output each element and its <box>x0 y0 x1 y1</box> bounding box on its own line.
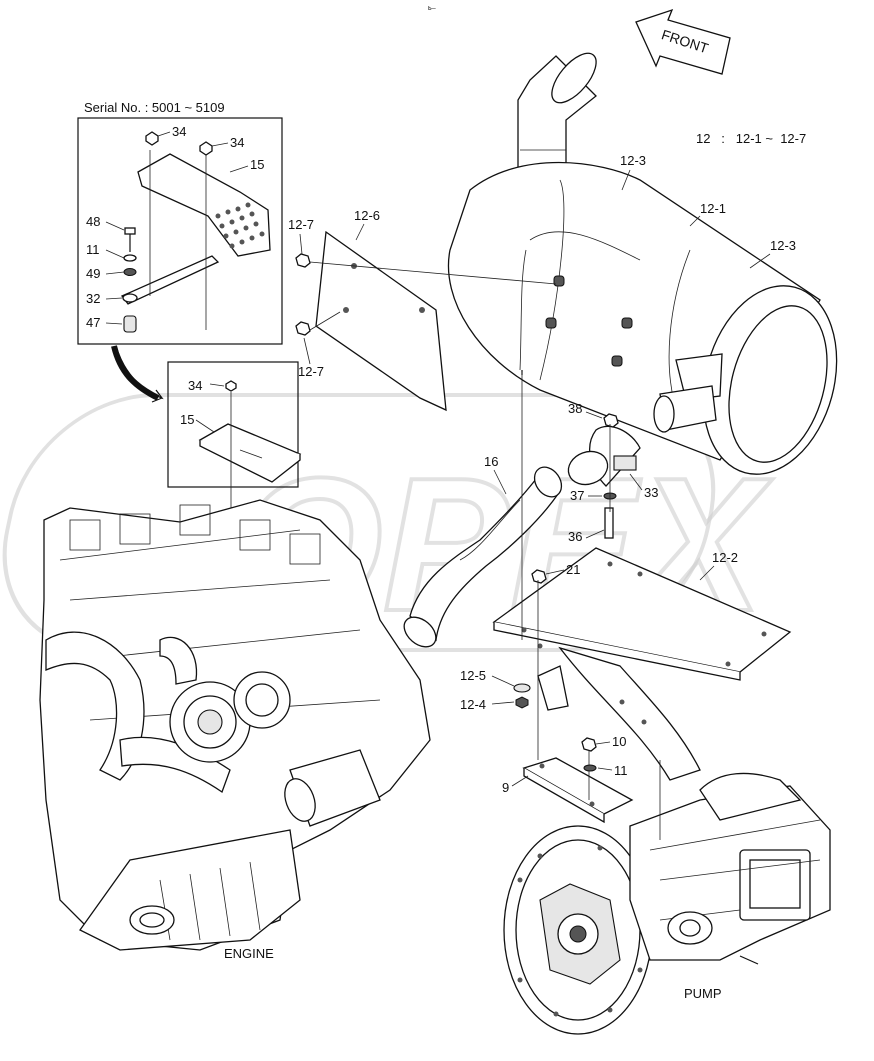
support-bracket <box>492 547 792 781</box>
callout-12-4: 12-4 <box>460 697 486 712</box>
callout-15a: 15 <box>250 157 264 172</box>
nut-12-4 <box>515 696 529 709</box>
washer-11 <box>123 254 137 262</box>
step-holes <box>215 202 265 249</box>
callout-16: 16 <box>484 454 498 469</box>
washer-11b <box>583 764 597 772</box>
callout-36: 36 <box>568 529 582 544</box>
callout-9: 9 <box>502 780 509 795</box>
nut-12-7b <box>295 321 311 336</box>
bolt-48 <box>124 227 136 252</box>
serial-note: Serial No. : 5001 ~ 5109 <box>84 100 225 115</box>
callout-12-1: 12-1 <box>700 201 726 216</box>
muffler <box>447 52 838 475</box>
callout-12-6: 12-6 <box>354 208 380 223</box>
nut-38 <box>603 413 619 428</box>
front-arrow: FRONT <box>635 8 731 75</box>
engine <box>39 499 431 951</box>
top-mark: ь ̶ <box>428 5 437 12</box>
pump <box>503 772 831 1035</box>
callout-33: 33 <box>644 485 658 500</box>
callout-12-7b: 12-7 <box>298 364 324 379</box>
bolt-36 <box>604 507 614 539</box>
plate-inset: 34 15 <box>167 361 302 690</box>
engine-label: ENGINE <box>224 946 274 961</box>
washer-32 <box>122 293 138 303</box>
callout-11a: 11 <box>86 242 100 257</box>
callout-48: 48 <box>86 214 100 229</box>
callout-21: 21 <box>566 562 580 577</box>
callout-34c: 34 <box>188 378 202 393</box>
serial-inset: Serial No. : 5001 ~ 5109 34 34 15 <box>77 100 283 345</box>
clamp-block <box>613 455 637 471</box>
bolt-21 <box>531 569 547 584</box>
callout-49: 49 <box>86 266 100 281</box>
bolt-34a <box>145 131 159 146</box>
callout-12-2: 12-2 <box>712 550 738 565</box>
callout-32: 32 <box>86 291 100 306</box>
exhaust-pipe <box>403 466 563 648</box>
spacer-47 <box>123 315 137 333</box>
lower-bracket <box>522 737 634 824</box>
callout-15b: 15 <box>180 412 194 427</box>
callout-12-3a: 12-3 <box>620 153 646 168</box>
nut-12-7a <box>295 253 311 268</box>
callout-12-5: 12-5 <box>460 668 486 683</box>
callout-11b: 11 <box>614 763 628 778</box>
heat-shield <box>295 230 557 412</box>
bolt-10 <box>581 737 597 752</box>
callout-12-3b: 12-3 <box>770 238 796 253</box>
callout-34b: 34 <box>230 135 244 150</box>
callout-38: 38 <box>568 401 582 416</box>
bolt-34c <box>225 380 237 392</box>
callout-47: 47 <box>86 315 100 330</box>
bolt-34b <box>199 141 213 156</box>
callout-10: 10 <box>612 734 626 749</box>
nut-49 <box>123 268 137 276</box>
clamp <box>567 413 641 539</box>
callout-37: 37 <box>570 488 584 503</box>
callout-34a: 34 <box>172 124 186 139</box>
assembly-note: 12 : 12-1 ~ 12-7 <box>696 131 806 146</box>
washer-12-5 <box>513 683 531 693</box>
pump-label: PUMP <box>684 986 722 1001</box>
callout-12-7a: 12-7 <box>288 217 314 232</box>
